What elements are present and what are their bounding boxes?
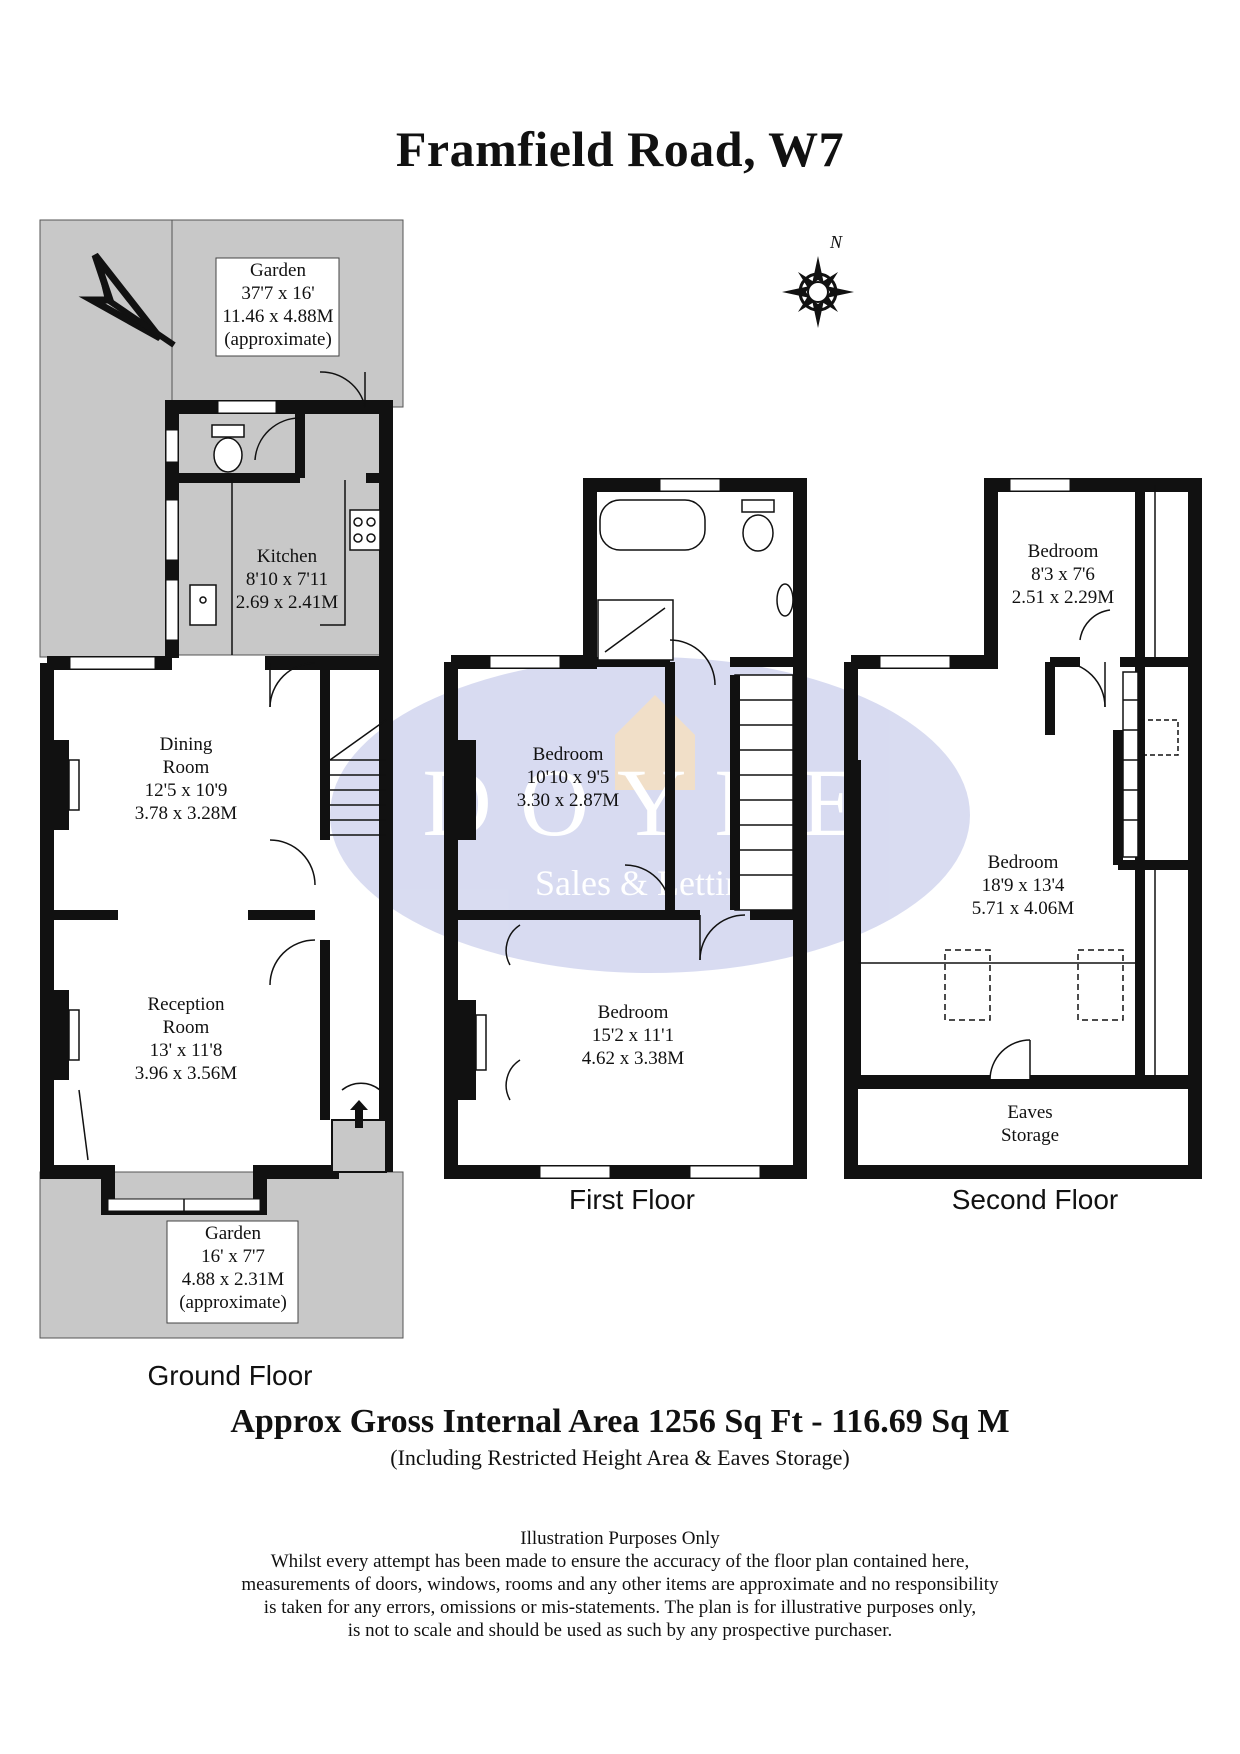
first-floor [444, 478, 807, 1179]
second-floor [844, 478, 1202, 1179]
svg-text:Garden: Garden [250, 260, 306, 281]
disclaimer-line: Whilst every attempt has been made to en… [270, 1551, 970, 1572]
svg-text:(approximate): (approximate) [179, 1292, 287, 1313]
watermark-brand: DOYLE [422, 749, 887, 856]
disclaimer-heading: Illustration Purposes Only [520, 1528, 720, 1549]
eaves-storage-label: Eaves Storage [1001, 1102, 1059, 1146]
svg-text:Eaves: Eaves [1007, 1102, 1052, 1123]
gross-internal-area-note: (Including Restricted Height Area & Eave… [390, 1445, 850, 1470]
svg-text:3.78 x 3.28M: 3.78 x 3.28M [135, 803, 238, 824]
svg-text:Room: Room [163, 1017, 210, 1038]
svg-text:2.69 x 2.41M: 2.69 x 2.41M [236, 592, 339, 613]
svg-text:Dining: Dining [160, 734, 213, 755]
disclaimer-line: is not to scale and should be used as su… [347, 1620, 893, 1641]
disclaimer-line: measurements of doors, windows, rooms an… [241, 1574, 999, 1595]
first-bedroom-rear-label: Bedroom 10'10 x 9'5 3.30 x 2.87M [517, 744, 620, 811]
gross-internal-area: Approx Gross Internal Area 1256 Sq Ft - … [230, 1403, 1010, 1440]
front-garden-label: Garden 16' x 7'7 4.88 x 2.31M (approxima… [179, 1223, 287, 1313]
svg-text:Storage: Storage [1001, 1125, 1059, 1146]
second-stairs [1122, 671, 1179, 858]
dining-room-label: Dining Room 12'5 x 10'9 3.78 x 3.28M [135, 734, 238, 824]
first-stairs [730, 674, 794, 911]
svg-text:Reception: Reception [147, 994, 225, 1015]
first-bedroom-front-label: Bedroom 15'2 x 11'1 4.62 x 3.38M [582, 1002, 685, 1069]
svg-text:Garden: Garden [205, 1223, 261, 1244]
watermark: DOYLE Sales & Lettings [330, 657, 970, 973]
disclaimer-line: is taken for any errors, omissions or mi… [263, 1597, 977, 1618]
compass-label: N [829, 232, 843, 252]
second-floor-label: Second Floor [952, 1184, 1119, 1215]
svg-text:11.46 x 4.88M: 11.46 x 4.88M [222, 306, 333, 327]
svg-text:5.71 x 4.06M: 5.71 x 4.06M [972, 898, 1075, 919]
svg-text:8'10 x 7'11: 8'10 x 7'11 [246, 569, 328, 590]
svg-text:Room: Room [163, 757, 210, 778]
svg-text:Bedroom: Bedroom [598, 1002, 669, 1023]
ground-stairs [329, 719, 387, 836]
first-floor-label: First Floor [569, 1184, 695, 1215]
svg-text:37'7 x 16': 37'7 x 16' [241, 283, 314, 304]
svg-text:13' x 11'8: 13' x 11'8 [150, 1040, 223, 1061]
svg-text:4.62 x 3.38M: 4.62 x 3.38M [582, 1048, 685, 1069]
svg-text:Bedroom: Bedroom [533, 744, 604, 765]
svg-text:12'5 x 10'9: 12'5 x 10'9 [145, 780, 228, 801]
svg-text:Bedroom: Bedroom [1028, 541, 1099, 562]
ground-floor-label: Ground Floor [148, 1360, 313, 1391]
ground-floor [39, 219, 404, 1339]
disclaimer: Illustration Purposes Only Whilst every … [0, 1527, 1240, 1642]
svg-text:18'9 x 13'4: 18'9 x 13'4 [982, 875, 1065, 896]
svg-text:Bedroom: Bedroom [988, 852, 1059, 873]
second-bedroom-small-label: Bedroom 8'3 x 7'6 2.51 x 2.29M [1012, 541, 1115, 608]
svg-text:2.51 x 2.29M: 2.51 x 2.29M [1012, 587, 1115, 608]
svg-text:8'3 x 7'6: 8'3 x 7'6 [1031, 564, 1095, 585]
svg-text:15'2 x 11'1: 15'2 x 11'1 [592, 1025, 674, 1046]
north-compass-icon: N [782, 232, 854, 328]
second-bedroom-main-label: Bedroom 18'9 x 13'4 5.71 x 4.06M [972, 852, 1075, 919]
svg-text:3.30 x 2.87M: 3.30 x 2.87M [517, 790, 620, 811]
svg-text:10'10 x 9'5: 10'10 x 9'5 [527, 767, 610, 788]
svg-text:Kitchen: Kitchen [257, 546, 318, 567]
svg-text:(approximate): (approximate) [224, 329, 332, 350]
svg-text:4.88 x 2.31M: 4.88 x 2.31M [182, 1269, 285, 1290]
svg-text:16' x 7'7: 16' x 7'7 [201, 1246, 265, 1267]
rear-garden-label: Garden 37'7 x 16' 11.46 x 4.88M (approxi… [222, 260, 333, 350]
page-title: Framfield Road, W7 [395, 121, 845, 177]
reception-room-label: Reception Room 13' x 11'8 3.96 x 3.56M [135, 994, 238, 1084]
kitchen-label: Kitchen 8'10 x 7'11 2.69 x 2.41M [236, 546, 339, 613]
svg-text:3.96 x 3.56M: 3.96 x 3.56M [135, 1063, 238, 1084]
